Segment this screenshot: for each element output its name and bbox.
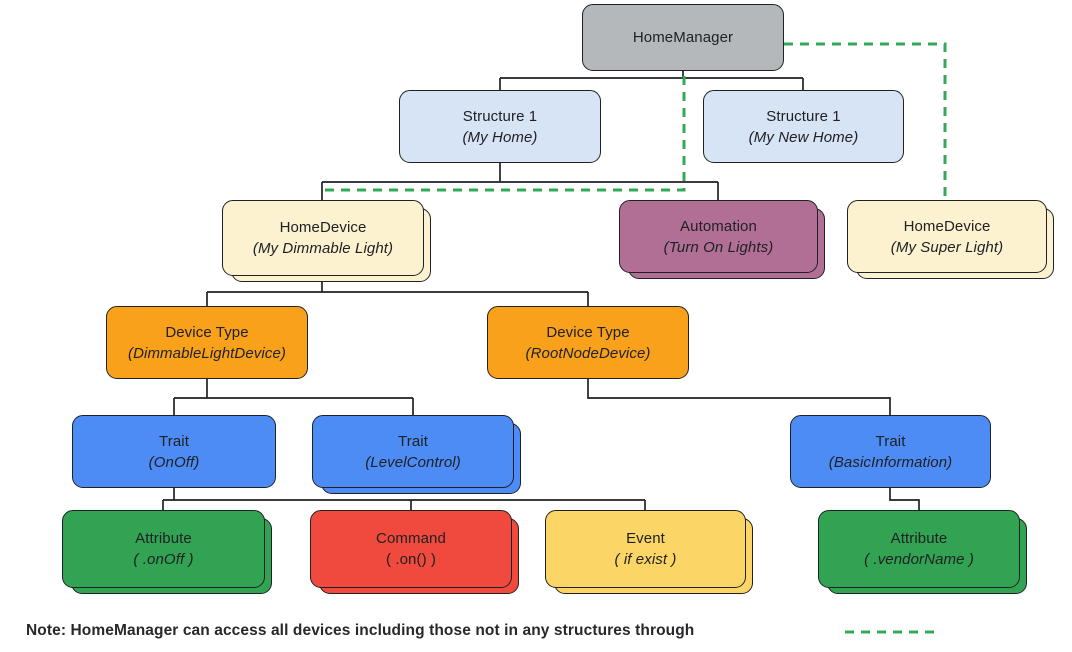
node-attribute-onoff: Attribute ( .onOff )	[62, 510, 272, 594]
node-device-type-dimmable-light-device: Device Type (DimmableLightDevice)	[106, 306, 308, 379]
node-title: Automation	[680, 217, 757, 235]
node-subtitle: ( .on() )	[385, 551, 437, 568]
node-title: Trait	[159, 432, 189, 450]
node-home-manager: HomeManager	[582, 4, 784, 71]
edge-homedevice1-devicetypes	[206, 281, 589, 306]
footnote-text: Note: HomeManager can access all devices…	[26, 622, 695, 639]
edge-devicetype1-traits	[173, 379, 414, 415]
node-event-if-exist: Event ( if exist )	[545, 510, 753, 594]
node-subtitle: (My New Home)	[748, 128, 859, 146]
node-title: Attribute	[890, 530, 948, 547]
node-subtitle: (RootNodeDevice)	[525, 344, 651, 362]
node-title: Event	[626, 530, 665, 547]
node-home-device-my-super-light: HomeDevice (My Super Light)	[847, 200, 1054, 279]
node-structure-my-new-home: Structure 1 (My New Home)	[703, 90, 904, 163]
edge-traitonoff-children	[162, 488, 646, 510]
node-title: HomeManager	[632, 29, 734, 46]
node-device-type-root-node-device: Device Type (RootNodeDevice)	[487, 306, 689, 379]
node-title: Device Type	[546, 323, 630, 341]
node-title: Trait	[398, 432, 428, 450]
node-structure-my-home: Structure 1 (My Home)	[399, 90, 601, 163]
node-home-device-my-dimmable-light: HomeDevice (My Dimmable Light)	[222, 200, 431, 282]
node-subtitle: ( .onOff )	[133, 551, 194, 568]
node-title: HomeDevice	[279, 219, 367, 236]
node-subtitle: (Turn On Lights)	[663, 238, 774, 256]
node-subtitle: ( .vendorName )	[864, 551, 974, 568]
node-trait-basicinformation: Trait (BasicInformation)	[790, 415, 991, 488]
node-title: Trait	[875, 432, 906, 450]
node-subtitle: (BasicInformation)	[828, 453, 953, 471]
edge-structure1-children	[321, 163, 719, 200]
node-trait-onoff: Trait (OnOff)	[72, 415, 276, 488]
node-title: Structure 1	[766, 107, 841, 125]
node-subtitle: (My Dimmable Light)	[252, 240, 394, 257]
dashed-edge-homemanager-dimmablelight	[322, 76, 686, 192]
node-subtitle: (OnOff)	[148, 453, 200, 471]
node-subtitle: (DimmableLightDevice)	[128, 344, 286, 362]
node-title: Attribute	[135, 530, 192, 547]
node-title: Device Type	[165, 323, 249, 341]
node-automation-turn-on-lights: Automation (Turn On Lights)	[619, 200, 825, 279]
node-subtitle: ( if exist )	[614, 551, 677, 568]
edge-devicetype2-basicinfo	[587, 379, 891, 415]
node-title: HomeDevice	[903, 217, 991, 235]
node-command-on: Command ( .on() )	[310, 510, 519, 594]
node-subtitle: (LevelControl)	[365, 453, 461, 471]
node-title: Structure 1	[462, 107, 538, 125]
node-subtitle: (My Super Light)	[890, 238, 1004, 256]
node-subtitle: (My Home)	[462, 128, 538, 146]
node-trait-levelcontrol: Trait (LevelControl)	[312, 415, 521, 494]
edge-basicinfo-vendorname	[889, 488, 920, 510]
node-title: Command	[376, 530, 446, 547]
dashed-edge-homemanager-superlight	[784, 42, 947, 197]
edge-homemanager-structures	[499, 71, 804, 90]
node-attribute-vendorname: Attribute ( .vendorName )	[818, 510, 1027, 594]
